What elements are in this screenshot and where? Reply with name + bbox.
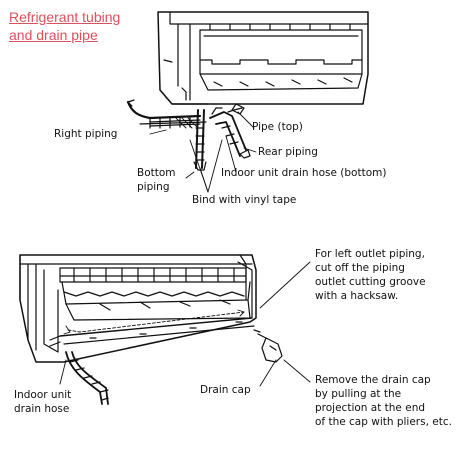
right-piping [126, 99, 207, 129]
label-bind-vinyl-tape: Bind with vinyl tape [192, 194, 297, 206]
label-indoor-unit-drain-hose: Indoor unit drain hose [14, 389, 72, 415]
rear-piping [209, 103, 251, 159]
drain-cap [253, 329, 283, 363]
top-leaders [149, 111, 257, 193]
label-pipe-top: Pipe (top) [252, 121, 303, 133]
bottom-piping [193, 109, 207, 171]
label-rear-piping: Rear piping [258, 146, 318, 158]
label-remove-cap-note: Remove the drain cap by pulling at the p… [315, 374, 452, 428]
label-left-outlet-note: For left outlet piping, cut off the pipi… [315, 248, 426, 302]
indoor-drain-hose [65, 351, 109, 405]
label-drain-cap: Drain cap [200, 384, 251, 396]
bottom-leaders [59, 261, 311, 387]
top-indoor-unit [157, 11, 369, 105]
label-right-piping: Right piping [54, 128, 118, 140]
bottom-guides [63, 309, 245, 335]
bottom-indoor-unit [19, 254, 257, 363]
section-title: Refrigerant tubing and drain pipe [9, 9, 121, 43]
label-indoor-drain-hose-bottom: Indoor unit drain hose (bottom) [221, 167, 387, 179]
label-bottom-piping: Bottom piping [137, 167, 176, 193]
